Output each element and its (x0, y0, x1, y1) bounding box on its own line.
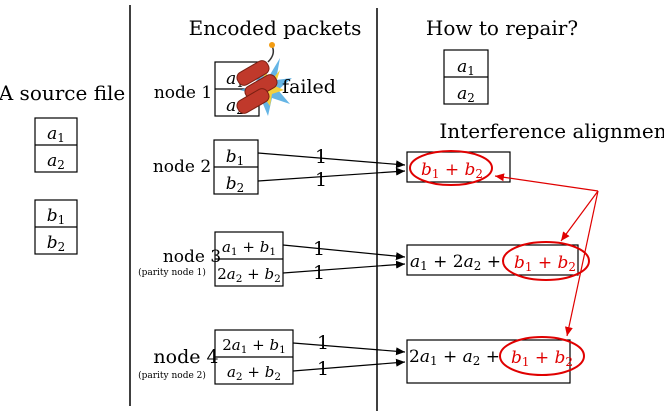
source-b2: b2 (47, 233, 65, 254)
combination-3-aligned: b1 + b2 (511, 348, 573, 369)
combination-2-prefix: a1 + 2a2 + (410, 252, 501, 273)
alignment-ellipse-1 (409, 150, 493, 186)
node2-b1: b1 (226, 147, 244, 168)
node3-row1: a1 + b1 (222, 238, 276, 258)
node4-row2: a2 + b2 (227, 363, 281, 383)
coeff-node4-bottom: 1 (317, 358, 329, 380)
alignment-pointer-3 (564, 190, 599, 337)
node2-b2: b2 (226, 174, 244, 195)
node3-row2: 2a2 + b2 (217, 265, 281, 285)
source-block-b: b1 b2 (34, 199, 78, 255)
coeff-node4-top: 1 (317, 332, 329, 354)
repair-a2: a2 (457, 84, 475, 105)
combination-box-3: 2a1 + a2 + b1 + b2 (406, 336, 585, 384)
coeff-node2-top: 1 (315, 146, 327, 168)
combination-box-2: a1 + 2a2 + b1 + b2 (406, 241, 590, 281)
node4-block: 2a1 + b1 a2 + b2 (214, 329, 294, 385)
arrow-node2-bottom (257, 167, 406, 182)
arrow-node2-top (257, 152, 406, 169)
coeff-node3-top: 1 (313, 238, 325, 260)
arrow-node3-top (282, 244, 406, 261)
arrow-node3-bottom (282, 260, 406, 274)
node4-label: node 4 (153, 346, 218, 368)
alignment-pointer-2 (560, 190, 599, 242)
source-b1: b1 (47, 206, 65, 227)
node4-row1: 2a1 + b1 (222, 336, 286, 356)
combination-1-aligned: b1 + b2 (421, 160, 483, 181)
repair-a1: a1 (457, 57, 475, 78)
alignment-ellipse-3 (499, 336, 585, 376)
source-a1: a1 (47, 124, 65, 145)
node2-label: node 2 (153, 157, 211, 177)
source-block-a: a1 a2 (34, 117, 78, 173)
combination-3-prefix: 2a1 + a2 + (409, 347, 500, 368)
combination-box-1: b1 + b2 (406, 150, 511, 186)
heading-source: A source file (0, 81, 125, 105)
node1-label: node 1 (154, 83, 212, 103)
coeff-node3-bottom: 1 (313, 262, 325, 284)
node2-block: b1 b2 (213, 139, 259, 195)
node3-block: a1 + b1 2a2 + b2 (214, 231, 284, 287)
node1-status: failed (282, 76, 336, 98)
repair-block: a1 a2 (443, 49, 489, 105)
heading-interference: Interference alignment (439, 119, 664, 143)
arrow-node4-bottom (292, 358, 406, 372)
heading-encoded: Encoded packets (189, 16, 362, 40)
alignment-ellipse-2 (502, 241, 590, 281)
coeff-node2-bottom: 1 (315, 169, 327, 191)
node3-label: node 3 (163, 247, 221, 267)
source-a2: a2 (47, 151, 65, 172)
bomb-explosion-icon (236, 42, 292, 116)
alignment-pointer-1 (494, 173, 599, 192)
node3-sublabel: (parity node 1) (138, 267, 206, 278)
arrow-node4-top (292, 342, 406, 356)
node4-sublabel: (parity node 2) (138, 370, 206, 381)
heading-repair: How to repair? (426, 16, 578, 40)
combination-2-aligned: b1 + b2 (514, 253, 576, 274)
